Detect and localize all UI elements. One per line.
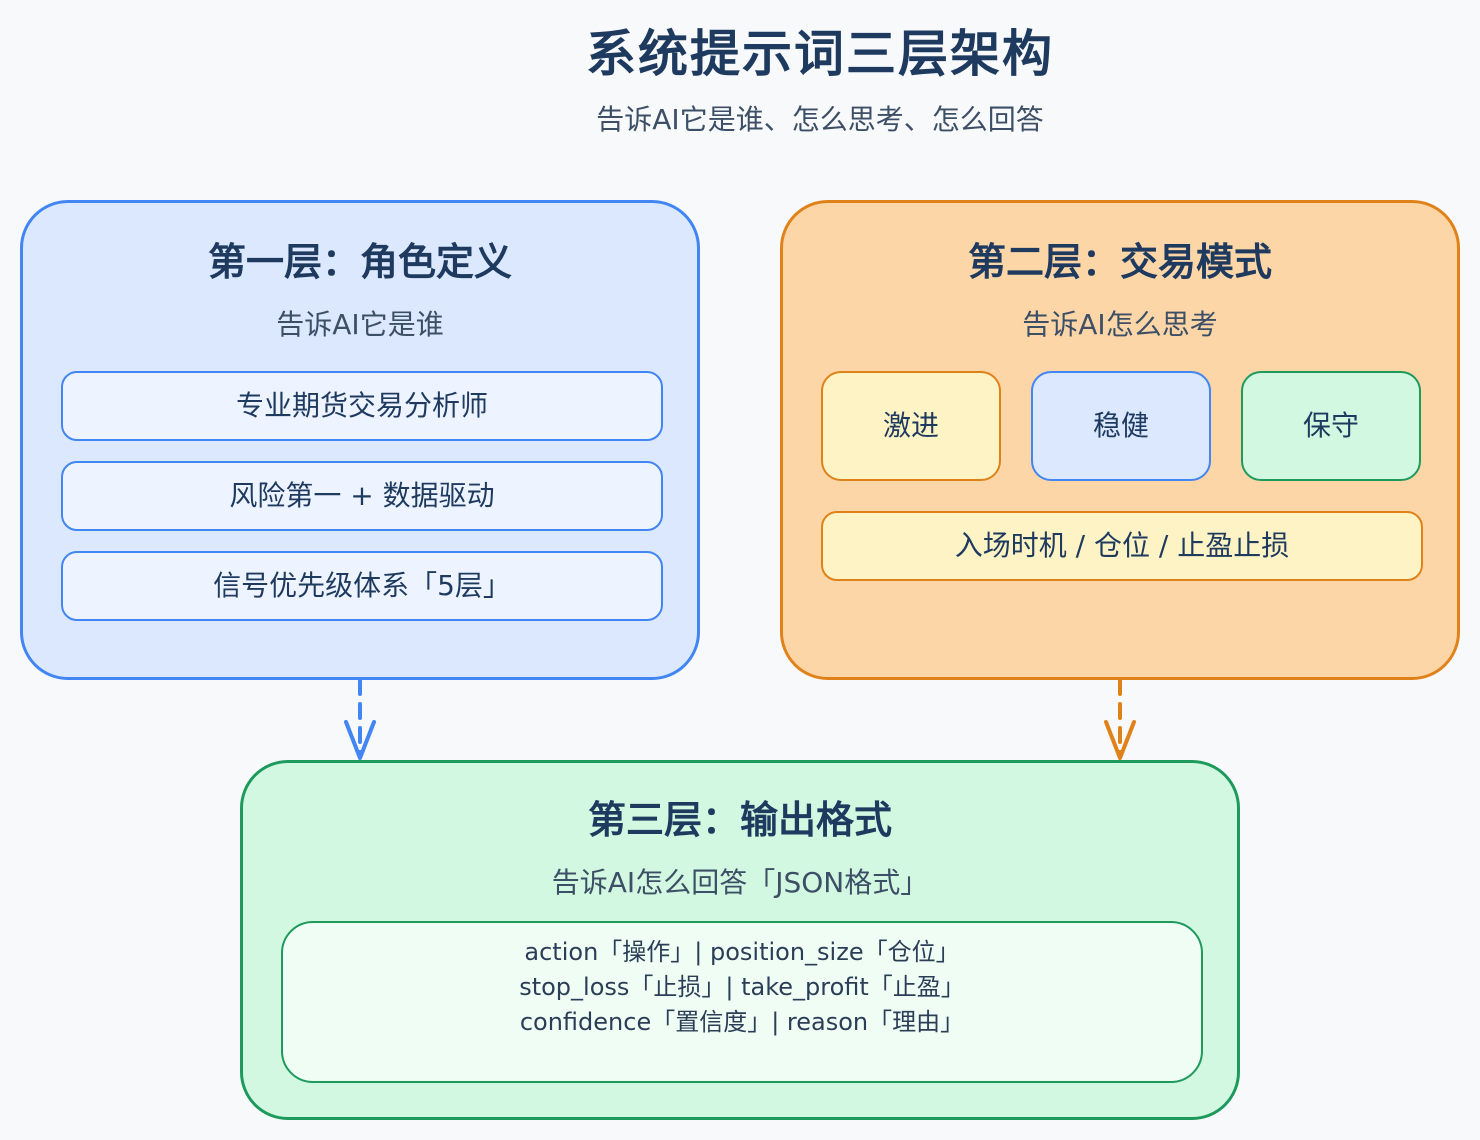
layer-1-box: 第一层：角色定义 告诉AI它是谁 专业期货交易分析师 风险第一 + 数据驱动 信… [20,200,700,680]
mode-conservative: 保守 [1241,371,1421,481]
diagram-title: 系统提示词三层架构 [586,25,1054,83]
layer-1-description: 告诉AI它是谁 [276,308,444,341]
mode-aggressive: 激进 [821,371,1001,481]
diagram-subtitle: 告诉AI它是谁、怎么思考、怎么回答 [596,103,1044,136]
output-line-stop-loss: stop_loss「止损」| take_profit「止盈」 [519,973,965,1001]
output-line-action: action「操作」| position_size「仓位」 [524,938,960,966]
layer-2-title: 第二层：交易模式 [967,240,1272,284]
layer-3-box: 第三层：输出格式 告诉AI怎么回答「JSON格式」 action「操作」| po… [240,760,1240,1120]
layer-1-item-principle: 风险第一 + 数据驱动 [61,461,663,531]
layer-2-box: 第二层：交易模式 告诉AI怎么思考 激进 稳健 保守 入场时机 / 仓位 / 止… [780,200,1460,680]
arrow-layer1-to-layer3 [344,678,376,760]
mode-parameters-bar: 入场时机 / 仓位 / 止盈止损 [821,511,1423,581]
output-line-confidence: confidence「置信度」| reason「理由」 [519,1008,965,1036]
arrow-layer2-to-layer3 [1104,678,1136,760]
layer-3-description: 告诉AI怎么回答「JSON格式」 [551,866,929,899]
output-fields-box: action「操作」| position_size「仓位」 stop_loss「… [281,921,1203,1083]
layer-2-description: 告诉AI怎么思考 [1022,308,1218,341]
layer-3-title: 第三层：输出格式 [587,798,892,842]
layer-1-item-role: 专业期货交易分析师 [61,371,663,441]
mode-balanced: 稳健 [1031,371,1211,481]
layer-1-item-signal-priority: 信号优先级体系「5层」 [61,551,663,621]
layer-1-title: 第一层：角色定义 [207,240,512,284]
